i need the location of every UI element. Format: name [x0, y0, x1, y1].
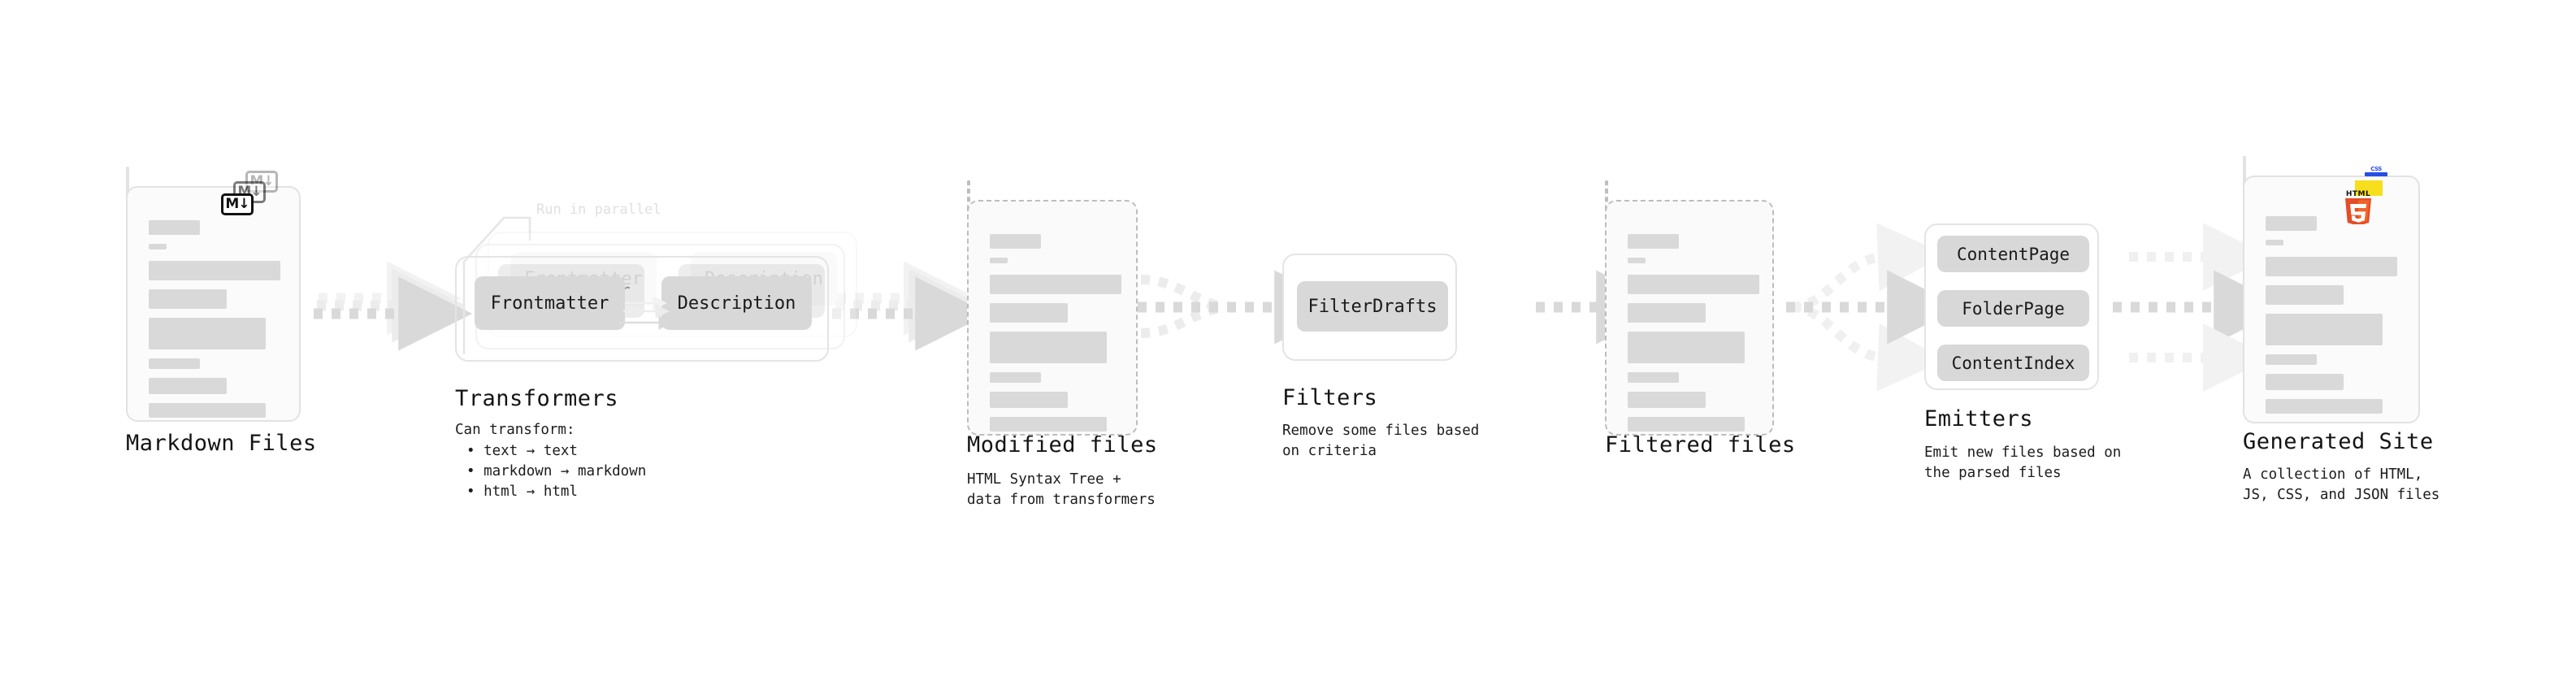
skeleton-bar: [149, 378, 227, 394]
run-in-parallel-leader: [462, 216, 531, 354]
emitter-node-contentindex[interactable]: ContentIndex: [1937, 345, 2089, 381]
skeleton-bar: [2266, 257, 2397, 276]
skeleton-bar: [2266, 314, 2383, 345]
file-sheet-front: [1605, 200, 1774, 436]
skeleton-bar: [990, 372, 1041, 383]
skeleton-bar: [2266, 240, 2283, 245]
skeleton-bar: [1628, 275, 1759, 294]
transformers-bullet: html → html: [455, 482, 646, 502]
skeleton-bar: [1628, 234, 1679, 249]
filter-node-filterdrafts[interactable]: FilterDrafts: [1297, 281, 1448, 332]
emitters-box: ContentPage FolderPage ContentIndex: [1924, 223, 2099, 390]
file-sheet-front: [2243, 176, 2420, 423]
skeleton-bar: [990, 332, 1107, 363]
file-skeleton: [2266, 216, 2397, 423]
skeleton-bar: [149, 318, 266, 349]
skeleton-bar: [990, 234, 1041, 249]
stage-title-transformers: Transformers: [455, 386, 619, 411]
transformer-internal-arrows: [618, 296, 673, 330]
css-badge: CSS: [2365, 167, 2387, 176]
file-skeleton: [1628, 234, 1759, 440]
css-badge-label: CSS: [2370, 166, 2382, 172]
html5-badge: HTML: [2344, 190, 2373, 224]
skeleton-bar: [990, 303, 1068, 323]
arrow-emitters-to-site: [2113, 223, 2288, 392]
modified-files-subtitle: HTML Syntax Tree + data from transformer…: [967, 471, 1156, 508]
transformers-bullet: text → text: [455, 441, 646, 462]
stage-title-generated-site: Generated Site: [2243, 429, 2434, 454]
stage-title-emitters: Emitters: [1924, 406, 2034, 432]
transformers-box: Frontmatter Description: [455, 256, 829, 362]
arrow-filtered-to-emitters: [1786, 223, 1962, 392]
skeleton-bar: [990, 417, 1107, 432]
markdown-files-stack: M↓ M↓ M↓: [126, 167, 325, 423]
file-skeleton: [990, 234, 1121, 440]
arrow-modified-to-filters: [1138, 270, 1349, 345]
arrow-transformers-to-modified: [832, 261, 990, 351]
markdown-badge: M↓: [221, 193, 254, 215]
skeleton-bar: [990, 392, 1068, 408]
filters-box: FilterDrafts: [1282, 254, 1457, 361]
css-badge-bar: [2365, 172, 2387, 176]
skeleton-bar: [1628, 332, 1745, 363]
skeleton-bar: [2266, 354, 2317, 365]
run-in-parallel-label: Run in parallel: [536, 202, 661, 218]
skeleton-bar: [1628, 392, 1706, 408]
emitters-subtitle: Emit new files based on the parsed files: [1924, 445, 2122, 481]
transformers-bullets: text → text markdown → markdown html → h…: [455, 441, 646, 502]
transformers-bullet: markdown → markdown: [455, 462, 646, 482]
skeleton-bar: [990, 275, 1121, 294]
arrow-markdown-to-transformers: [314, 261, 473, 351]
file-sheet-front: [967, 200, 1138, 436]
file-sheet-front: [126, 186, 301, 422]
skeleton-bar: [1628, 417, 1745, 432]
file-skeleton: [149, 220, 280, 427]
skeleton-bar: [149, 220, 200, 235]
generated-site-stack: CSS HTML: [2243, 156, 2444, 424]
skeleton-bar: [149, 403, 266, 418]
transformers-subtitle: Can transform:: [455, 422, 575, 438]
skeleton-bar: [2266, 285, 2344, 305]
skeleton-bar: [149, 358, 200, 369]
filtered-files-stack: [1605, 180, 1798, 440]
generated-site-subtitle: A collection of HTML, JS, CSS, and JSON …: [2243, 466, 2440, 503]
js-badge: [2355, 180, 2383, 196]
stage-title-filters: Filters: [1282, 385, 1378, 410]
skeleton-bar: [1628, 303, 1706, 323]
html5-shield-icon: [2345, 198, 2371, 224]
html5-badge-label: HTML: [2345, 190, 2371, 198]
skeleton-bar: [149, 289, 227, 309]
filters-subtitle: Remove some files based on criteria: [1282, 423, 1480, 459]
stage-title-filtered-files: Filtered files: [1605, 432, 1796, 458]
transformer-node-description[interactable]: Description: [661, 276, 812, 330]
skeleton-bar: [149, 244, 167, 249]
emitter-node-folderpage[interactable]: FolderPage: [1937, 290, 2089, 327]
skeleton-bar: [1628, 372, 1679, 383]
skeleton-bar: [149, 261, 280, 280]
transformer-node-frontmatter[interactable]: Frontmatter: [475, 276, 625, 330]
modified-files-stack: [967, 180, 1162, 440]
skeleton-bar: [990, 258, 1008, 263]
stage-title-markdown-files: Markdown Files: [126, 431, 317, 456]
skeleton-bar: [2266, 374, 2344, 390]
skeleton-bar: [2266, 216, 2317, 231]
stage-title-modified-files: Modified files: [967, 432, 1158, 458]
skeleton-bar: [1628, 258, 1646, 263]
emitter-node-contentpage[interactable]: ContentPage: [1937, 236, 2089, 272]
skeleton-bar: [2266, 399, 2383, 414]
